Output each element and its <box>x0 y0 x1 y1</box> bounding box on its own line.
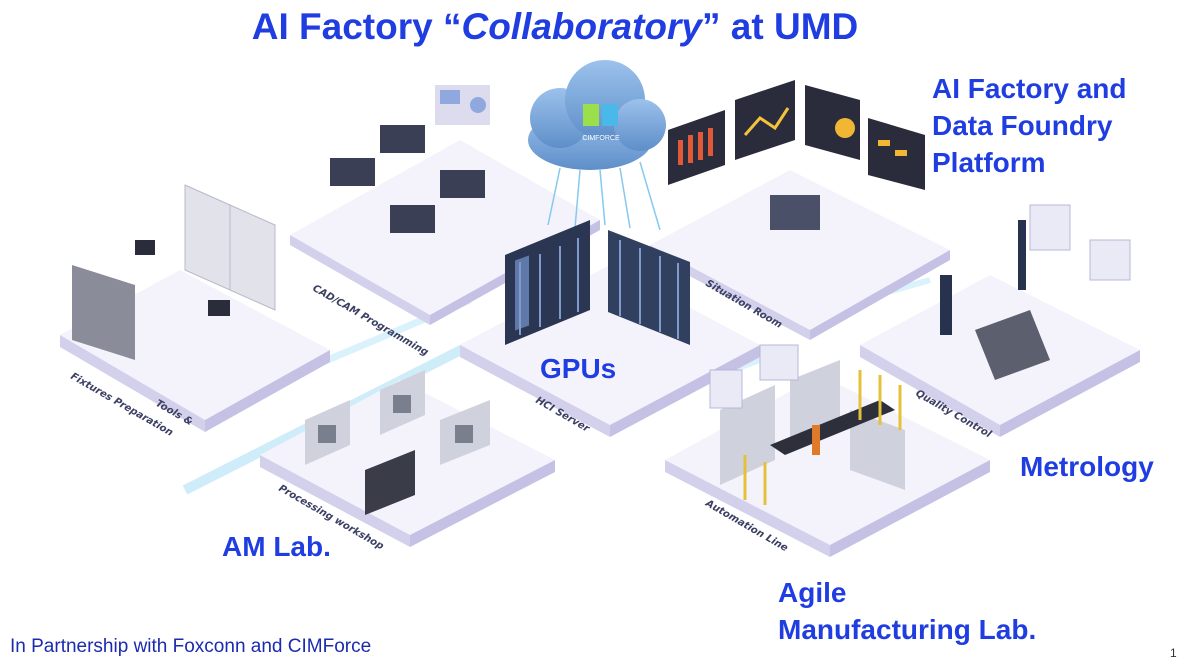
dashboard-icons <box>668 80 925 230</box>
title-prefix: AI Factory “ <box>252 6 462 47</box>
label-platform-line-3: Platform <box>932 144 1126 181</box>
title-italic: Collaboratory <box>461 6 702 47</box>
label-agile-line-2: Manufacturing Lab. <box>778 611 1036 648</box>
label-agile: Agile Manufacturing Lab. <box>778 574 1036 648</box>
label-platform-line-2: Data Foundry <box>932 107 1126 144</box>
page-title: AI Factory “Collaboratory” at UMD <box>0 6 1110 48</box>
cloud-icon <box>528 60 666 170</box>
footer-partnership: In Partnership with Foxconn and CIMForce <box>10 636 371 658</box>
label-metrology: Metrology <box>1020 448 1154 485</box>
label-agile-line-1: Agile <box>778 574 1036 611</box>
page-number: 1 <box>1170 646 1177 660</box>
label-gpus: GPUs <box>540 350 616 387</box>
label-platform: AI Factory and Data Foundry Platform <box>932 70 1126 181</box>
label-platform-line-1: AI Factory and <box>932 70 1126 107</box>
title-suffix: ” at UMD <box>702 6 858 47</box>
label-am-lab: AM Lab. <box>222 528 331 565</box>
cloud-brand-text: CIMFORCE <box>582 135 620 142</box>
